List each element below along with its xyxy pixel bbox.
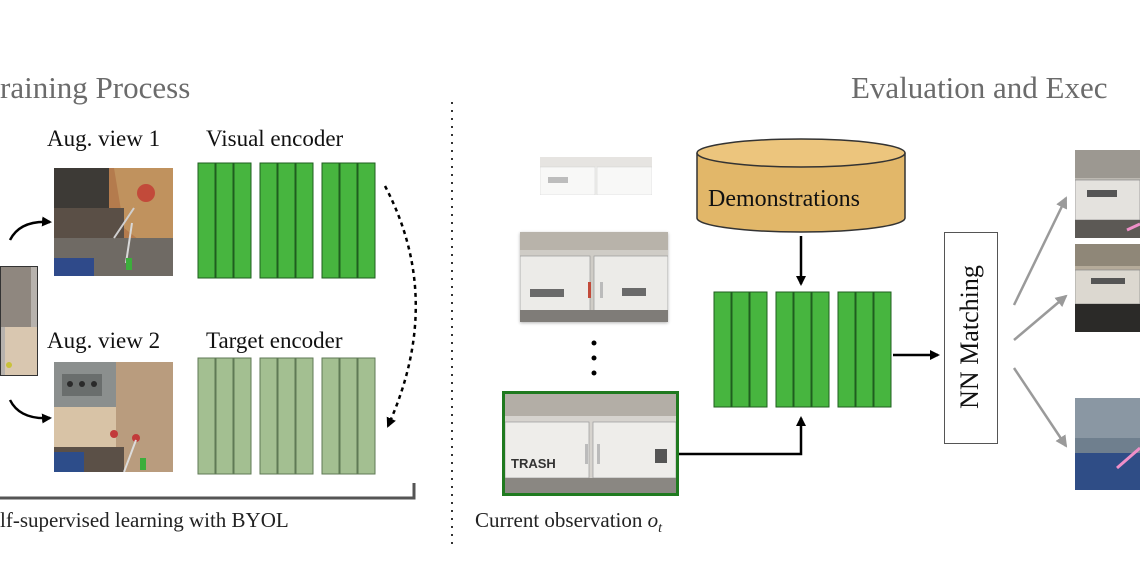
original-image xyxy=(0,266,38,376)
arrow-to-retrieved-2 xyxy=(1013,294,1068,341)
trash-label: TRASH xyxy=(511,456,556,471)
visual-encoder xyxy=(197,162,376,279)
retrieved-frame-1 xyxy=(1075,150,1140,238)
arrow-to-aug-view-1 xyxy=(8,216,52,241)
ema-dashed-arrow xyxy=(383,185,417,428)
shared-encoder xyxy=(713,291,892,408)
demonstrations-label: Demonstrations xyxy=(708,186,860,212)
byol-bracket xyxy=(0,483,416,500)
aug-view-1-image xyxy=(54,168,173,276)
evaluation-title: Evaluation and Exec xyxy=(851,70,1108,105)
byol-caption: lf-supervised learning with BYOL xyxy=(0,508,289,532)
nn-matching-label: NN Matching xyxy=(955,265,984,409)
target-encoder-label: Target encoder xyxy=(206,328,343,353)
arrow-to-aug-view-2 xyxy=(8,399,52,424)
current-observation-image: TRASH xyxy=(502,391,679,496)
arrow-to-retrieved-3 xyxy=(1012,367,1068,448)
nn-matching-box xyxy=(944,232,998,444)
aug-view-2-image xyxy=(54,362,173,472)
target-encoder xyxy=(197,357,376,475)
observation-subscript: t xyxy=(658,521,663,537)
aug-view-1-label: Aug. view 1 xyxy=(47,126,161,151)
retrieved-frame-3 xyxy=(1075,398,1140,490)
current-observation-caption: Current observation ot xyxy=(475,508,662,537)
visual-encoder-label: Visual encoder xyxy=(206,126,344,151)
current-observation-label: Current observation xyxy=(475,508,643,532)
aug-view-2-label: Aug. view 2 xyxy=(47,328,161,353)
retrieved-frame-2 xyxy=(1075,244,1140,332)
observation-symbol: o xyxy=(647,508,659,532)
arrow-to-retrieved-1 xyxy=(1012,196,1068,306)
demonstrations-database xyxy=(696,138,906,233)
arrow-obs-to-encoder xyxy=(679,416,806,456)
demo-frame-2 xyxy=(520,232,668,322)
demo-frame-1 xyxy=(540,157,652,195)
training-process-title: raining Process xyxy=(0,70,191,105)
